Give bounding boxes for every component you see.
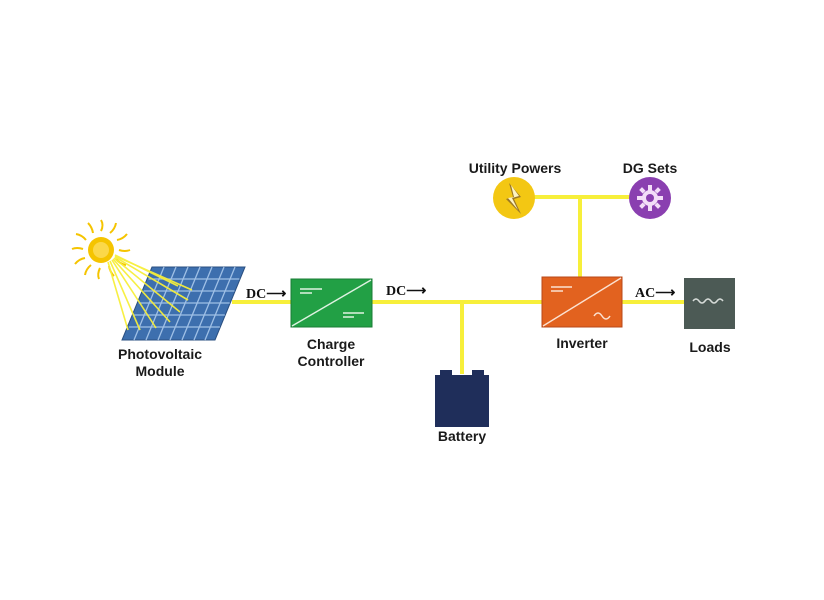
dg-label: DG Sets — [622, 160, 678, 176]
pv-label-line1: Photovoltaic — [117, 346, 202, 362]
wires — [232, 195, 684, 374]
ac-flow-text: AC — [635, 286, 656, 301]
inverter-label: Inverter — [556, 335, 608, 351]
arrow-right-icon: ⟶ — [406, 284, 427, 299]
utility-label: Utility Powers — [468, 160, 562, 176]
lightning-icon — [493, 177, 535, 219]
battery-icon — [435, 370, 489, 427]
sun-rays — [107, 254, 193, 331]
pv-label: Photovoltaic Module — [100, 346, 220, 380]
dc-ac-inverter-icon — [541, 276, 623, 328]
battery-label: Battery — [437, 428, 487, 444]
load-icon — [684, 278, 735, 329]
charge-controller-label-line2: Controller — [297, 353, 365, 369]
dc-flow-text-2: DC — [386, 284, 407, 299]
dc-flow-label-1: DC⟶ — [246, 286, 286, 303]
charge-controller-label-line1: Charge — [306, 336, 356, 352]
ac-flow-label: AC⟶ — [635, 285, 675, 302]
dc-dc-converter-icon — [290, 278, 373, 328]
dc-flow-text-1: DC — [246, 287, 267, 302]
loads-label: Loads — [689, 339, 731, 355]
gear-icon — [629, 177, 671, 219]
arrow-right-icon: ⟶ — [266, 287, 287, 302]
charge-controller-label: Charge Controller — [276, 336, 386, 370]
dc-flow-label-2: DC⟶ — [386, 283, 426, 300]
sun-icon — [71, 219, 131, 280]
arrow-right-icon: ⟶ — [655, 286, 676, 301]
pv-label-line2: Module — [135, 363, 185, 379]
